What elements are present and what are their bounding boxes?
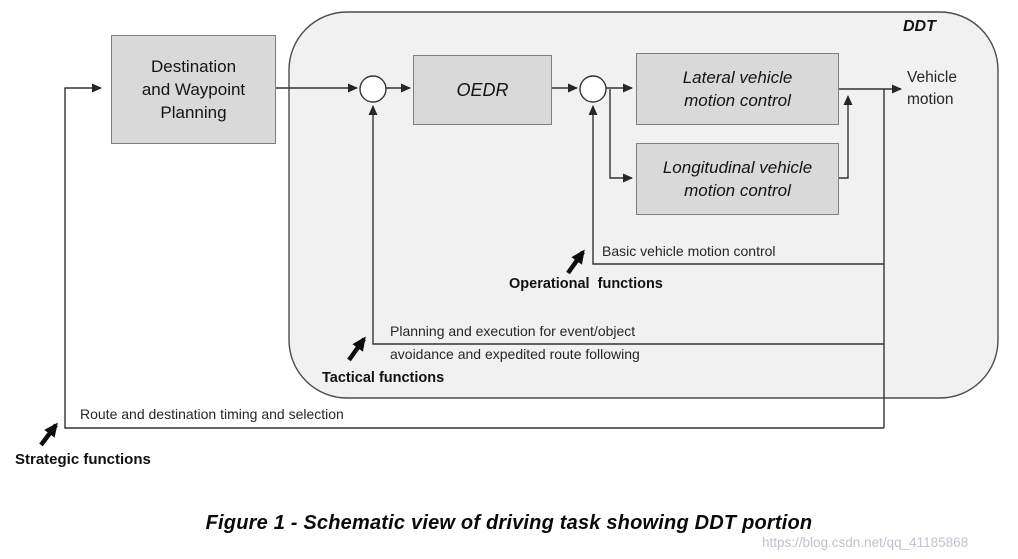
tactical-description-line1: Planning and execution for event/object — [390, 323, 636, 339]
summing-junction-2 — [579, 75, 607, 103]
connector-branch-to-longitudinal — [609, 89, 633, 183]
oedr-box: OEDR — [413, 55, 552, 125]
connector-tactical-feedback — [368, 105, 884, 345]
strategic-description-label: Route and destination timing and selecti… — [80, 406, 344, 422]
lateral-vehicle-motion-control-box: Lateral vehicle motion control — [636, 53, 839, 125]
vehicle-motion-output-label: Vehicle motion — [907, 67, 957, 111]
oedr-box-label: OEDR — [456, 79, 509, 100]
operational-pointer-arrow-icon — [566, 249, 585, 275]
destination-box-line: Planning — [160, 103, 227, 122]
summing-junction-1 — [359, 75, 387, 103]
figure-caption: Figure 1 - Schematic view of driving tas… — [205, 512, 813, 534]
vehicle-motion-line: Vehicle — [907, 69, 957, 86]
operational-functions-label: Operational functions — [509, 276, 663, 292]
lateral-box-line: Lateral vehicle — [682, 68, 793, 87]
connector-longitudinal-to-output — [837, 95, 853, 179]
longitudinal-box-line: motion control — [684, 181, 791, 200]
watermark: https://blog.csdn.net/qq_41185868 — [762, 535, 969, 550]
connector-strategic-loop — [64, 83, 884, 429]
vehicle-motion-line: motion — [907, 91, 954, 108]
longitudinal-vehicle-motion-control-box: Longitudinal vehicle motion control — [636, 143, 839, 215]
strategic-functions-label: Strategic functions — [15, 451, 151, 468]
destination-box-line: Destination — [150, 57, 237, 76]
basic-vehicle-motion-control-label: Basic vehicle motion control — [602, 243, 776, 259]
connector-basic-feedback — [588, 105, 884, 265]
destination-waypoint-planning-box: Destination and Waypoint Planning — [111, 35, 276, 144]
destination-box-line: and Waypoint — [141, 80, 246, 99]
lateral-box-line: motion control — [684, 91, 791, 110]
tactical-pointer-arrow-icon — [347, 336, 366, 362]
longitudinal-box-line: Longitudinal vehicle — [662, 158, 813, 177]
ddt-label: DDT — [903, 18, 936, 35]
strategic-pointer-arrow-icon — [39, 422, 58, 447]
tactical-functions-label: Tactical functions — [322, 370, 445, 386]
tactical-description-line2: avoidance and expedited route following — [390, 346, 640, 362]
